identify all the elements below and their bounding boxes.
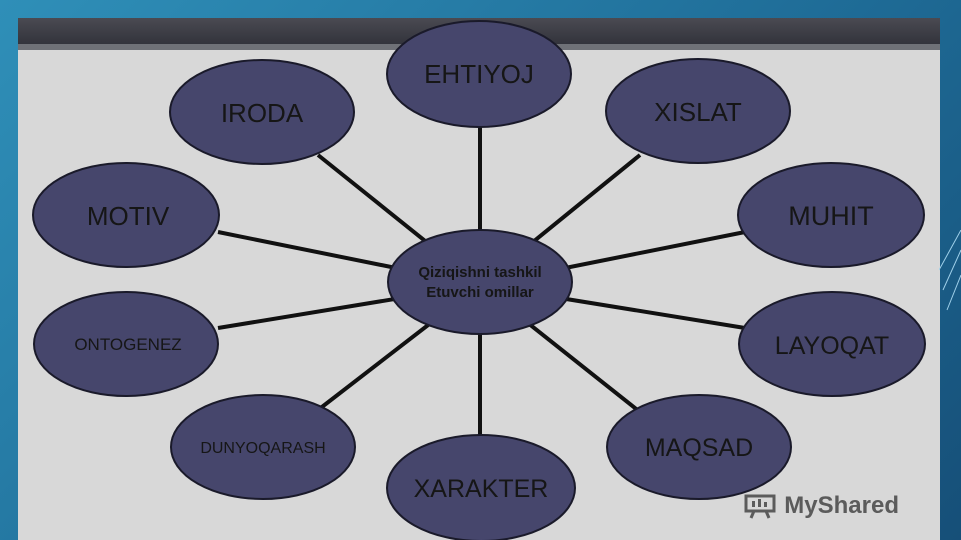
- svg-text:ONTOGENEZ: ONTOGENEZ: [74, 335, 181, 354]
- svg-text:XISLAT: XISLAT: [654, 97, 742, 127]
- center-label-line-1: Qiziqishni tashkil: [418, 264, 541, 281]
- svg-text:MAQSAD: MAQSAD: [645, 434, 753, 462]
- svg-text:XARAKTER: XARAKTER: [414, 475, 549, 503]
- svg-text:DUNYOQARASH: DUNYOQARASH: [200, 440, 325, 457]
- svg-text:LAYOQAT: LAYOQAT: [775, 332, 889, 360]
- node-ehtiyoj: EHTIYOJ: [386, 20, 572, 128]
- svg-text:MUHIT: MUHIT: [788, 201, 873, 231]
- node-iroda: IRODA: [169, 59, 355, 165]
- node-maqsad: MAQSAD: [606, 394, 792, 500]
- node-muhit: MUHIT: [737, 162, 925, 268]
- decorative-lines-icon: [939, 230, 961, 311]
- svg-text:EHTIYOJ: EHTIYOJ: [424, 59, 534, 89]
- node-motiv: MOTIV: [32, 162, 220, 268]
- node-layoqat: LAYOQAT: [738, 291, 926, 397]
- center-node: Qiziqishni tashkil Etuvchi omillar: [387, 229, 573, 335]
- svg-text:IRODA: IRODA: [221, 98, 304, 128]
- center-label-line-2: Etuvchi omillar: [426, 284, 534, 301]
- node-ontogenez: ONTOGENEZ: [33, 291, 219, 397]
- svg-text:MOTIV: MOTIV: [87, 201, 170, 231]
- watermark-text: MyShared: [784, 492, 899, 519]
- myshared-watermark: MyShared: [744, 492, 899, 520]
- node-xarakter: XARAKTER: [386, 434, 576, 540]
- node-xislat: XISLAT: [605, 58, 791, 164]
- node-dunyoqarash: DUNYOQARASH: [170, 394, 356, 500]
- presentation-board-icon: [744, 494, 776, 519]
